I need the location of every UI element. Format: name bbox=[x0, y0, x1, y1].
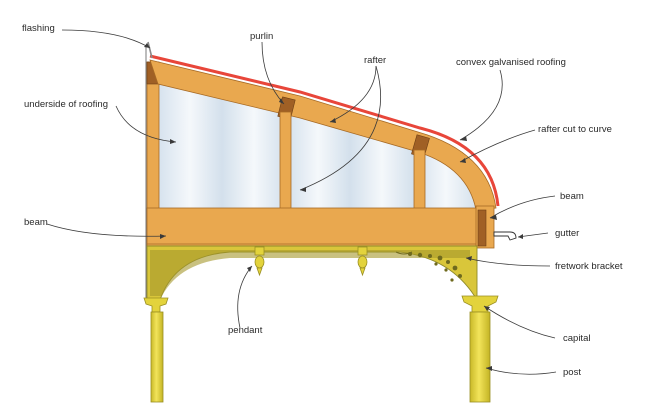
flashing-strip bbox=[147, 41, 153, 59]
roof-sheet bbox=[149, 54, 500, 207]
pendant-1 bbox=[254, 246, 265, 277]
label-beam-left: beam bbox=[24, 217, 48, 228]
label-flashing: flashing bbox=[22, 23, 55, 34]
label-fretwork: fretwork bracket bbox=[555, 261, 623, 272]
leader-lines bbox=[46, 29, 557, 375]
label-convex-roofing: convex galvanised roofing bbox=[456, 57, 566, 68]
pendant-2 bbox=[357, 246, 368, 277]
right-post bbox=[469, 311, 491, 403]
label-capital: capital bbox=[563, 333, 591, 344]
left-post bbox=[150, 311, 164, 403]
label-pendant: pendant bbox=[228, 325, 263, 336]
beam-main bbox=[146, 207, 478, 247]
label-gutter: gutter bbox=[555, 228, 580, 239]
leader-arrows bbox=[144, 43, 523, 371]
label-rafter: rafter bbox=[364, 55, 387, 66]
right-capital bbox=[461, 295, 499, 313]
arch-shadow bbox=[150, 250, 470, 296]
fretwork-pattern bbox=[395, 251, 462, 282]
label-beam-right: beam bbox=[560, 191, 584, 202]
rafter-main bbox=[149, 59, 497, 211]
left-capital bbox=[143, 297, 169, 313]
label-underside: underside of roofing bbox=[24, 99, 108, 110]
rafter-strut-1 bbox=[279, 111, 292, 213]
label-post: post bbox=[563, 367, 581, 378]
label-rafter-cut: rafter cut to curve bbox=[538, 124, 612, 135]
label-purlin: purlin bbox=[250, 31, 274, 42]
rafter-strut-2 bbox=[413, 149, 426, 213]
beam-end-dark bbox=[477, 209, 487, 247]
gutter-shape bbox=[493, 231, 517, 241]
